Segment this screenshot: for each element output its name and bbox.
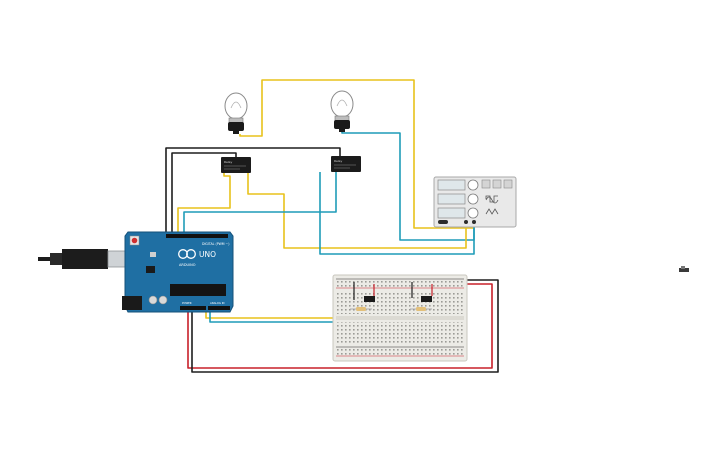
relay-right[interactable]: Relay bbox=[331, 156, 361, 172]
transistor-left[interactable] bbox=[364, 296, 375, 302]
wire-black-ground[interactable] bbox=[191, 279, 499, 373]
breadboard-parts bbox=[350, 282, 433, 311]
wire-black-relay-common[interactable] bbox=[165, 147, 341, 233]
triangle-wave-icon bbox=[485, 208, 499, 215]
analog-header[interactable] bbox=[208, 306, 230, 310]
wire-teal-relay-right[interactable] bbox=[183, 172, 337, 233]
reset-button[interactable] bbox=[131, 237, 138, 244]
wire-teal-relay-to-generator[interactable] bbox=[319, 172, 475, 255]
function-generator[interactable] bbox=[433, 176, 517, 228]
arduino-uno-board[interactable]: DIGITAL (PWM ~) UNO ARDUINO POWER ANALOG… bbox=[122, 231, 234, 313]
digital-label: DIGITAL (PWM ~) bbox=[202, 242, 229, 246]
transistor-right[interactable] bbox=[421, 296, 432, 302]
amplitude-display bbox=[437, 193, 466, 205]
relay-left[interactable]: Relay bbox=[221, 157, 251, 173]
board-logo-text: UNO bbox=[199, 250, 216, 259]
wire-red-power[interactable] bbox=[187, 283, 493, 369]
generator-terminal-positive[interactable] bbox=[464, 220, 468, 224]
power-header[interactable] bbox=[180, 306, 206, 310]
offset-display bbox=[437, 207, 466, 219]
wire-yellow-bulb-to-generator[interactable] bbox=[239, 79, 475, 229]
usb-cable bbox=[38, 249, 137, 269]
atmega-chip bbox=[170, 284, 226, 296]
sine-wave-button[interactable] bbox=[481, 179, 491, 189]
wire-yellow-relay-to-generator[interactable] bbox=[247, 172, 467, 249]
generator-power-switch[interactable] bbox=[438, 220, 448, 224]
resistor-right[interactable] bbox=[416, 307, 426, 311]
wire-black-relay-left[interactable] bbox=[171, 152, 237, 233]
light-bulb-right[interactable] bbox=[330, 90, 354, 132]
square-wave-icon bbox=[485, 195, 498, 203]
dc-power-jack bbox=[122, 296, 142, 310]
sine-wave-icon bbox=[485, 196, 499, 204]
frequency-display bbox=[437, 179, 466, 191]
relay-left-brand: Relay bbox=[224, 160, 232, 164]
wire-yellow-relay-left[interactable] bbox=[177, 172, 231, 233]
relay-right-brand: Relay bbox=[334, 159, 342, 163]
frequency-knob[interactable] bbox=[467, 179, 479, 191]
resistor-left[interactable] bbox=[356, 307, 366, 311]
digital-header[interactable] bbox=[166, 234, 228, 238]
breadboard[interactable] bbox=[332, 274, 468, 362]
amplitude-knob[interactable] bbox=[467, 193, 479, 205]
generator-terminal-negative[interactable] bbox=[472, 220, 476, 224]
slide-switch[interactable] bbox=[679, 266, 689, 272]
square-wave-button[interactable] bbox=[492, 179, 502, 189]
board-brand-text: ARDUINO bbox=[179, 263, 196, 267]
power-label: POWER bbox=[182, 301, 192, 305]
light-bulb-left[interactable] bbox=[224, 92, 248, 134]
triangle-wave-button[interactable] bbox=[503, 179, 513, 189]
offset-knob[interactable] bbox=[467, 207, 479, 219]
analog-label: ANALOG IN bbox=[210, 301, 224, 305]
